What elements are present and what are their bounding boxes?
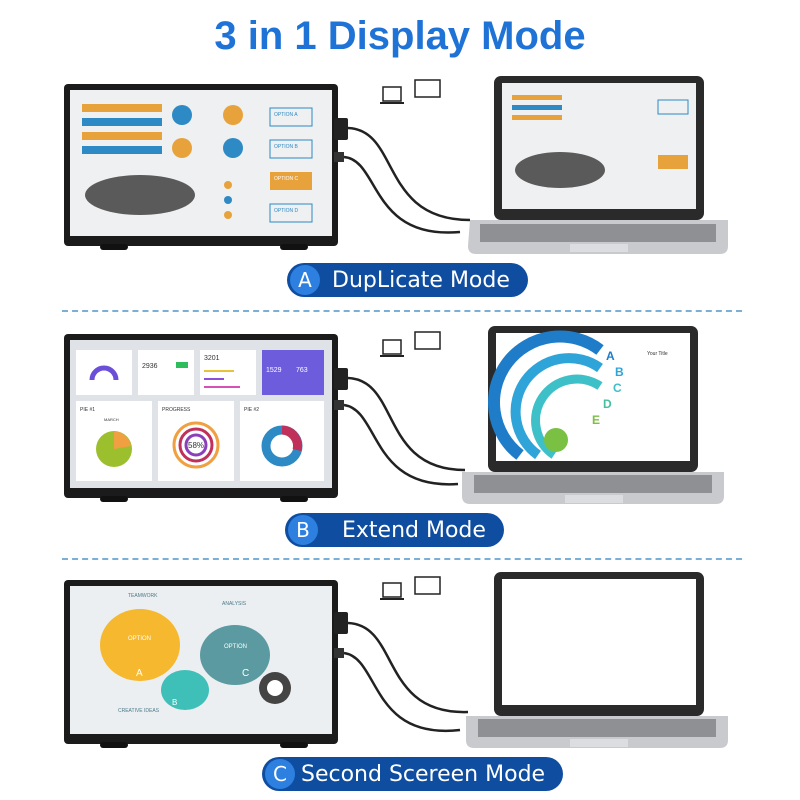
cable [347,621,469,714]
mode-letter: A [290,265,320,295]
svg-text:1529: 1529 [266,367,282,374]
mode-icons [380,79,441,104]
svg-text:OPTION D: OPTION D [274,208,299,214]
cable [343,651,461,733]
svg-text:OPTION A: OPTION A [274,112,298,118]
svg-text:OPTION: OPTION [128,636,151,642]
portable-monitor: TEAMWORK ANALYSIS OPTION A OPTION C B CREAT… [64,580,348,748]
svg-text:PROGRESS: PROGRESS [162,407,191,413]
svg-text:PIE #1: PIE #1 [80,407,95,413]
svg-text:Your Title: Your Title [647,351,668,357]
svg-text:B: B [172,698,177,707]
svg-text:2936: 2936 [142,363,158,370]
mode-letter: B [288,515,318,545]
cable [347,126,471,222]
option-boxes: OPTION A OPTION B OPTION C OPTION D [269,107,313,223]
divider [62,310,742,312]
svg-text:58%: 58% [188,441,204,450]
svg-text:OPTION B: OPTION B [274,144,299,150]
svg-text:A: A [136,668,143,679]
duplicate-mode-label: A DupLicate Mode [287,263,528,297]
mode-name: DupLicate Mode [332,267,510,293]
svg-text:763: 763 [296,367,308,374]
mode-name: Second Scereen Mode [301,761,546,787]
usb-c-port [334,118,348,140]
svg-text:MARCH: MARCH [104,417,119,422]
cable [343,155,461,234]
laptop [466,572,728,748]
divider [62,558,742,560]
svg-text:E: E [592,413,600,427]
portable-monitor: OPTION A OPTION B OPTION C OPTION D [64,84,348,250]
svg-text:B: B [615,365,624,379]
extend-mode-scene: 2936 3201 1529 763 PIE #1 MARCH PROGRESS 5… [64,326,724,504]
mode-icons [380,576,441,600]
svg-text:D: D [603,397,612,411]
svg-text:CREATIVE IDEAS: CREATIVE IDEAS [118,708,160,714]
infographic-headlines [82,104,162,154]
world-map [85,175,195,215]
portable-monitor: 2936 3201 1529 763 PIE #1 MARCH PROGRESS 5… [64,334,348,502]
svg-text:PIE #2: PIE #2 [244,407,259,413]
svg-text:C: C [242,668,249,679]
cable [347,376,466,472]
extend-mode-label: B Extend Mode [285,513,504,547]
duplicate-mode-scene: OPTION A OPTION B OPTION C OPTION D [64,76,728,254]
page-title: 3 in 1 Display Mode [214,14,586,58]
svg-text:A: A [606,349,615,363]
mode-name: Extend Mode [342,517,486,543]
mode-letter: C [265,759,295,789]
laptop [468,76,728,254]
mode-icons [380,331,441,357]
blank-laptop-screen [502,579,696,705]
svg-text:ANALYSIS: ANALYSIS [222,601,247,607]
svg-text:C: C [613,381,622,395]
cable [343,403,459,486]
second-screen-mode-scene: TEAMWORK ANALYSIS OPTION A OPTION C B CREAT… [64,572,728,748]
svg-text:OPTION: OPTION [224,644,247,650]
svg-text:OPTION C: OPTION C [274,176,299,182]
svg-text:3201: 3201 [204,355,220,362]
svg-text:TEAMWORK: TEAMWORK [128,593,158,599]
